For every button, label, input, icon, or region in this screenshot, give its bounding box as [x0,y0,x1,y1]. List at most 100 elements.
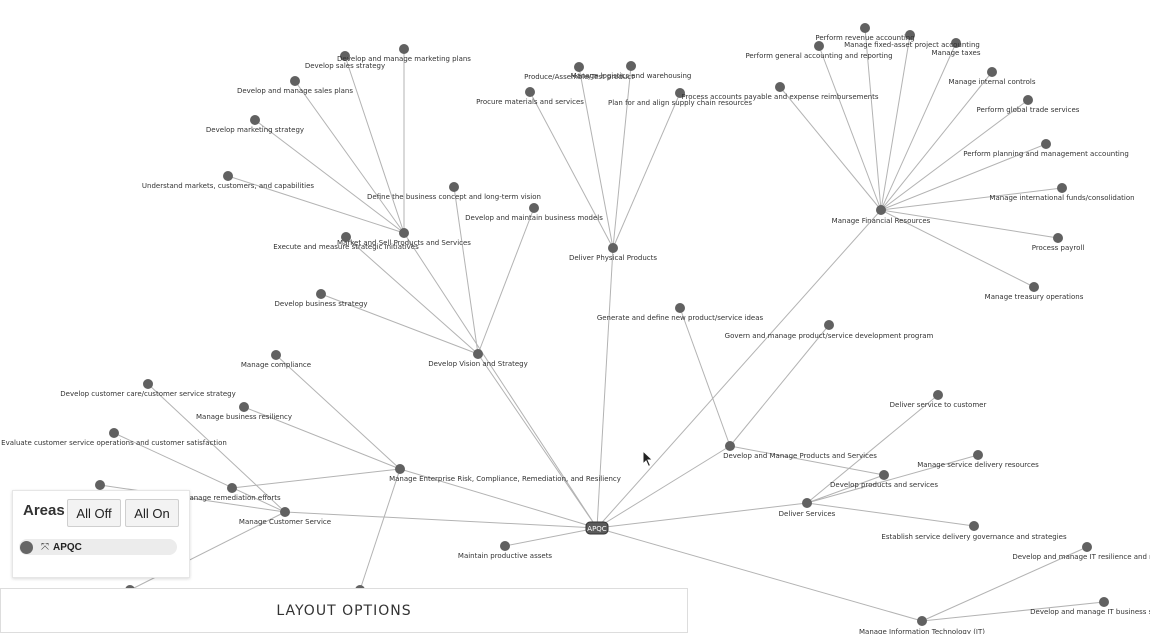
node-mifc[interactable] [1057,183,1067,193]
area-toggle-apqc[interactable]: ⤧ APQC [19,539,177,555]
edge-apqc-msps [403,232,598,529]
area-label: APQC [53,541,82,553]
edge-mfr-pp [880,209,1059,239]
node-mfr[interactable] [876,205,886,215]
node-label-mto: Manage treasury operations [985,293,1084,301]
node-mlw[interactable] [626,61,636,71]
graph-edges [99,27,1105,622]
layout-options-button[interactable]: LAYOUT OPTIONS [0,588,688,633]
node-dmsp[interactable] [290,76,300,86]
node-mit[interactable] [917,616,927,626]
node-pra[interactable] [860,23,870,33]
node-mcs[interactable] [280,507,290,517]
edge-dvs-dmbm [477,207,535,355]
node-label-esdg: Establish service delivery governance an… [881,533,1067,541]
edge-dpp-pms [529,91,614,249]
edge-dpp-mlw [612,65,632,249]
node-msdr[interactable] [973,450,983,460]
node-dbs[interactable] [316,289,326,299]
node-label-dps: Develop products and services [830,481,938,489]
node-label-dmitb: Develop and manage IT business strategy [1030,608,1150,616]
expand-arrows-icon[interactable]: ⤧ [41,541,49,553]
node-mtx[interactable] [951,38,961,48]
node-dps[interactable] [879,470,889,480]
node-dvs[interactable] [473,349,483,359]
edge-mit-dmitr [921,546,1088,622]
node-dms[interactable] [250,115,260,125]
node-umcc[interactable] [223,171,233,181]
node-paper[interactable] [775,82,785,92]
edge-dmps-gmpd [729,324,830,447]
node-label-ppma: Perform planning and management accounti… [963,150,1129,158]
node-pgar[interactable] [814,41,824,51]
node-label-gmpd: Govern and manage product/service develo… [725,332,934,340]
node-ds[interactable] [802,498,812,508]
edge-apqc-dmps [596,445,731,529]
node-label-msps: Market and Sell Products and Services [337,239,471,247]
edge-mfr-mic [880,71,993,211]
edge-mfr-mifc [880,187,1063,211]
node-label-dpp: Deliver Physical Products [569,254,657,262]
node-label-dms: Develop marketing strategy [206,126,304,134]
edge-mfr-paper [779,86,882,211]
node-esdg[interactable] [969,521,979,531]
node-label-dccs: Develop customer care/customer service s… [60,390,235,398]
edge-merc-low1 [359,468,401,591]
node-label-mre: Manage remediation efforts [183,494,281,502]
all-on-button[interactable]: All On [125,499,179,527]
all-off-button[interactable]: All Off [67,499,121,527]
node-label-mfr: Manage Financial Resources [832,217,931,225]
node-msps[interactable] [399,228,409,238]
node-label-dstc: Deliver service to customer [890,401,987,409]
node-mfap[interactable] [905,30,915,40]
node-dstc[interactable] [933,390,943,400]
node-mpa[interactable] [500,541,510,551]
edge-mfr-ppma [880,143,1047,211]
node-ecso[interactable] [109,428,119,438]
node-dmps[interactable] [725,441,735,451]
node-label-dss: Develop sales strategy [305,62,385,70]
node-label-ecso: Evaluate customer service operations and… [1,439,227,447]
node-pgts[interactable] [1023,95,1033,105]
node-mre[interactable] [227,483,237,493]
node-pms[interactable] [525,87,535,97]
node-dmmp[interactable] [399,44,409,54]
node-dbcv[interactable] [449,182,459,192]
node-pas[interactable] [574,62,584,72]
node-mbr[interactable] [239,402,249,412]
node-dccs[interactable] [143,379,153,389]
node-emsi[interactable] [341,232,351,242]
edge-mfr-pgar [818,45,882,211]
edge-mcs-ecso [113,432,286,513]
node-dmbm[interactable] [529,203,539,213]
root-node[interactable] [585,521,609,535]
node-pasc[interactable] [675,88,685,98]
node-mto[interactable] [1029,282,1039,292]
edge-ds-dps [806,474,885,504]
node-gmpd[interactable] [824,320,834,330]
node-label-pasc: Plan for and align supply chain resource… [608,99,752,107]
node-label-dbs: Develop business strategy [275,300,368,308]
node-merc[interactable] [395,464,405,474]
edge-merc-mre [231,468,401,489]
node-ppma[interactable] [1041,139,1051,149]
node-label-pp: Process payroll [1032,244,1085,252]
node-dpp[interactable] [608,243,618,253]
edge-merc-mc [275,354,401,470]
graph-nodes[interactable] [95,23,1109,626]
node-dmitr[interactable] [1082,542,1092,552]
node-gdnp[interactable] [675,303,685,313]
node-label-mic: Manage internal controls [948,78,1035,86]
node-dss[interactable] [340,51,350,61]
node-dmitb[interactable] [1099,597,1109,607]
edge-mfr-mfap [880,34,911,211]
edge-msps-dmsp [294,80,405,234]
node-pp[interactable] [1053,233,1063,243]
node-mic[interactable] [987,67,997,77]
node-mc[interactable] [271,350,281,360]
node-label-pms: Procure materials and services [476,98,584,106]
node-label-merc: Manage Enterprise Risk, Compliance, Reme… [389,475,621,483]
node-mcs2[interactable] [95,480,105,490]
